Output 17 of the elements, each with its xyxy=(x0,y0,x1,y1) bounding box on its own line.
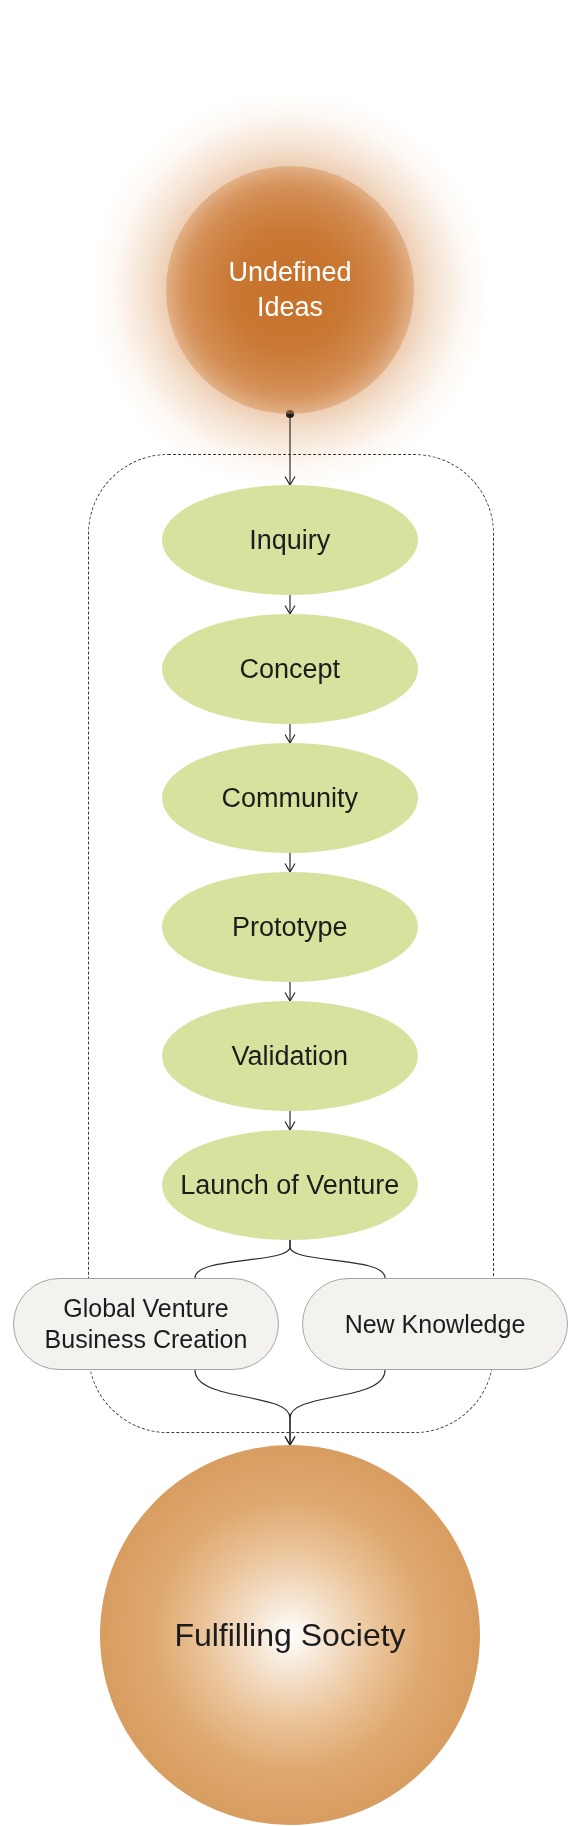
stage-label: Concept xyxy=(239,652,341,685)
stage-label: Inquiry xyxy=(249,523,331,556)
idea-label: Undefined Ideas xyxy=(227,256,353,324)
outcome-label: Global Venture Business Creation xyxy=(43,1293,249,1355)
arrow xyxy=(284,723,296,744)
connector-line xyxy=(289,1239,386,1279)
stage-label: Launch of Venture xyxy=(180,1168,400,1201)
stage-label: Community xyxy=(221,781,359,814)
outcome-label: New Knowledge xyxy=(344,1308,526,1340)
stage-label: Validation xyxy=(231,1039,349,1072)
stage-label: Prototype xyxy=(232,910,348,943)
arrow xyxy=(284,981,296,1002)
arrow xyxy=(284,852,296,873)
arrow xyxy=(284,594,296,615)
arrow xyxy=(284,1369,386,1446)
goal-label: Fulfilling Society xyxy=(174,1616,406,1654)
arrow xyxy=(284,1110,296,1131)
